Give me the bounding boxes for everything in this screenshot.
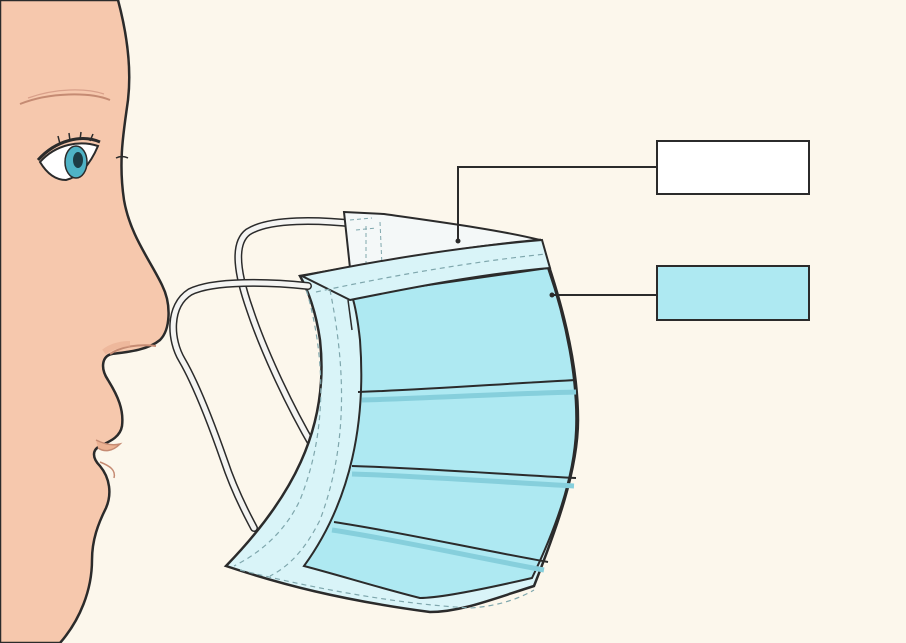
surgical-mask	[223, 238, 580, 614]
ear-loop-front	[169, 278, 312, 532]
inner-side-label	[656, 265, 810, 321]
leader-line-outer	[457, 166, 656, 240]
eyebrow	[19, 93, 111, 105]
nostril	[109, 344, 157, 355]
face-skin	[0, 0, 170, 643]
ear-loop	[234, 217, 360, 452]
eye	[36, 131, 129, 182]
mask-pleat	[357, 379, 577, 393]
outer-side-label	[656, 140, 810, 195]
leader-lines	[455, 166, 656, 298]
face-profile	[0, 0, 170, 643]
mask-pleat	[333, 521, 549, 563]
lips	[95, 439, 123, 452]
mask-pleat	[351, 465, 577, 479]
